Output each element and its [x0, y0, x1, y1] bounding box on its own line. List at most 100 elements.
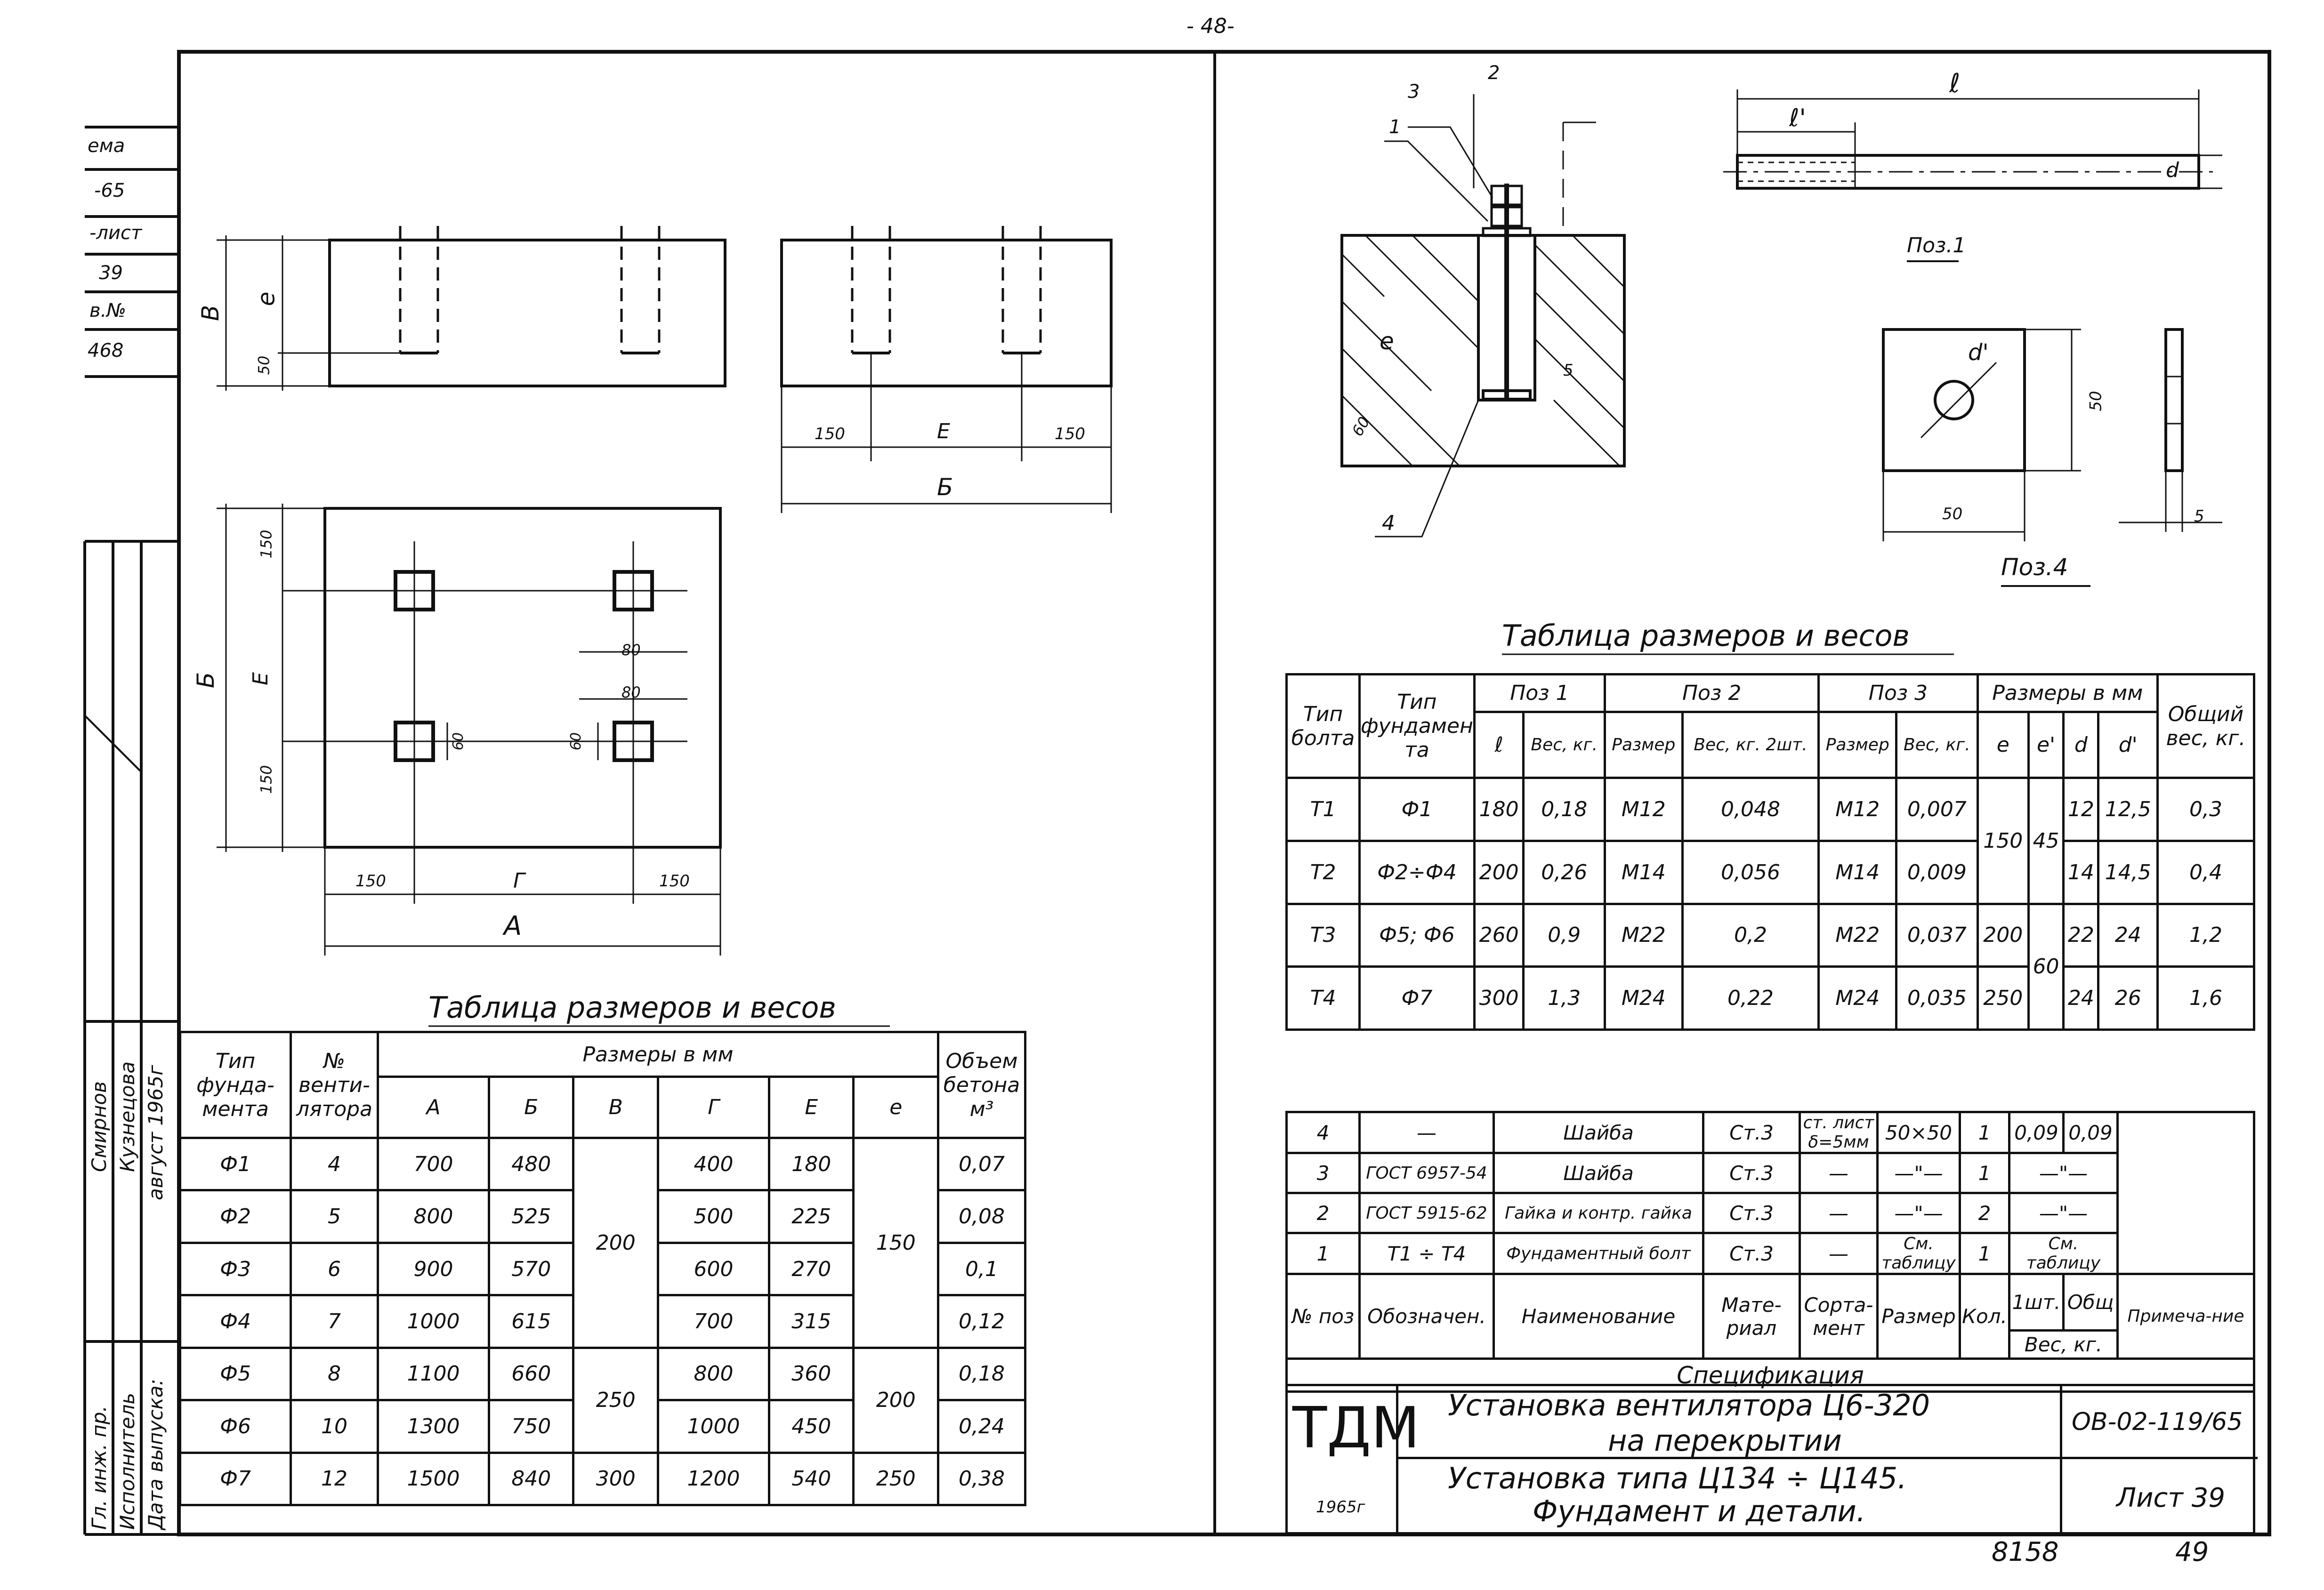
cell: 315 [767, 1294, 855, 1349]
cell: Ф7 [1358, 965, 1476, 1031]
cell: Т4 [1285, 965, 1361, 1031]
cell: Шайба [1493, 1152, 1704, 1194]
cell: 1000 [377, 1294, 490, 1349]
spec-caption: Спецификация [1285, 1357, 2255, 1393]
cell: М12 [1603, 777, 1684, 842]
col-header: Г [656, 1076, 770, 1139]
cell: 750 [487, 1399, 575, 1454]
col-header: Тип болта [1285, 673, 1361, 779]
bolt-table-title: Таблица размеров и весов [1502, 618, 1910, 653]
cell: 1 [1285, 1232, 1361, 1275]
cell: Ст.3 [1702, 1232, 1801, 1275]
cell: 5 [290, 1189, 379, 1244]
cell: 0,08 [937, 1189, 1026, 1244]
bolt-dim-5: 5 [1563, 361, 1574, 380]
cell: 800 [656, 1346, 770, 1402]
cell: Ст.3 [1702, 1111, 1801, 1154]
cell: Гайка и контр. гайка [1493, 1192, 1704, 1234]
cell: —"— [2008, 1152, 2119, 1194]
dim-label-B6: Б [192, 672, 220, 689]
cell: М14 [1817, 839, 1898, 905]
poz1-dim-l1: ℓ' [1789, 104, 1806, 132]
spec-table: 4 — Шайба Ст.3 ст. лист δ=5мм 50×50 1 0,… [1285, 1111, 2255, 1393]
cell: Т1 ÷ Т4 [1358, 1232, 1495, 1275]
cell: 0,9 [1522, 902, 1606, 968]
cell: 2 [1285, 1192, 1361, 1234]
cell: М24 [1603, 965, 1684, 1031]
cell: См. таблицу [1876, 1232, 1961, 1275]
poz4-label: Поз.4 [2001, 554, 2068, 581]
dim-label: 60 [568, 732, 585, 751]
cell: 8 [290, 1346, 379, 1402]
cell: Ф4 [179, 1294, 292, 1349]
cell: —"— [1876, 1192, 1961, 1234]
cell: 1,2 [2156, 902, 2255, 968]
col-header: Поз 3 [1817, 673, 1979, 713]
dim-label: 150 [257, 765, 275, 794]
cell: 10 [290, 1399, 379, 1454]
cell: —"— [2008, 1192, 2119, 1234]
dim-label: 80 [621, 641, 641, 659]
cell: 0,037 [1895, 902, 1979, 968]
poz4-dim-50h: 50 [1942, 505, 1963, 523]
cell: Ф5; Ф6 [1358, 902, 1476, 968]
cell: 1100 [377, 1346, 490, 1402]
cell: 1,3 [1522, 965, 1606, 1031]
cell: — [1799, 1192, 1879, 1234]
cell: 12,5 [2097, 777, 2159, 842]
cell: 200 [852, 1346, 939, 1454]
cell: 525 [487, 1189, 575, 1244]
signer-name: Смирнов [88, 1081, 111, 1172]
cell: 840 [487, 1451, 575, 1507]
title-block: ТДМ 1965г Установка вентилятора Ц6-320 н… [1285, 1384, 2258, 1534]
cell: Ст.3 [1702, 1192, 1801, 1234]
cell: 1500 [377, 1451, 490, 1507]
callout-4: 4 [1382, 511, 1395, 535]
cell: 4 [290, 1136, 379, 1192]
dim-label-B: В [197, 305, 225, 321]
cell: 0,09 [2008, 1111, 2065, 1154]
cell: 570 [487, 1241, 575, 1297]
footer-number-right: 49 [2175, 1537, 2209, 1567]
cell: 360 [767, 1346, 855, 1402]
sheet-number: Лист 39 [2116, 1483, 2225, 1513]
col-header: е' [2027, 711, 2065, 779]
cell: 450 [767, 1399, 855, 1454]
cell: 2 [1959, 1192, 2010, 1234]
cell: 180 [1473, 777, 1525, 842]
cell: 615 [487, 1294, 575, 1349]
cell: 0,26 [1522, 839, 1606, 905]
dim-label: 60 [450, 732, 467, 751]
dim-label-E: Е [248, 672, 273, 685]
bolt-table: Тип болта Тип фундамен та Поз 1 Поз 2 По… [1285, 673, 2255, 1031]
col-header: d [2062, 711, 2100, 779]
cell: 540 [767, 1451, 855, 1507]
cell: 180 [767, 1136, 855, 1192]
dim-label: 80 [621, 683, 641, 701]
cell: 1200 [656, 1451, 770, 1507]
cell: 4 [1285, 1111, 1361, 1154]
drawing-code: ОВ-02-119/65 [2072, 1408, 2243, 1436]
cell: М14 [1603, 839, 1684, 905]
cell: 0,3 [2156, 777, 2255, 842]
cell: ГОСТ 5915-62 [1358, 1192, 1495, 1234]
cell: ГОСТ 6957-54 [1358, 1152, 1495, 1194]
poz1-dim-d: d [2166, 158, 2179, 182]
cell: М12 [1817, 777, 1898, 842]
cell: 200 [572, 1137, 659, 1349]
dim-label-50: 50 [255, 355, 273, 375]
stamp-row: 468 [88, 340, 124, 361]
dim-label-B6: Б [937, 474, 953, 501]
signer-role: Дата выпуска: [144, 1379, 167, 1530]
poz1-label: Поз.1 [1907, 233, 1966, 257]
cell: 0,4 [2156, 839, 2255, 905]
cell: Ф2÷Ф4 [1358, 839, 1476, 905]
col-header: ℓ [1473, 711, 1525, 779]
cell: Шайба [1493, 1111, 1704, 1154]
cell: См. таблицу [2008, 1232, 2119, 1275]
col-header: Наименование [1493, 1273, 1704, 1360]
col-header: Тип фунда-мента [179, 1031, 292, 1139]
poz4-dim-50v: 50 [2086, 391, 2106, 411]
cell: — [1799, 1152, 1879, 1194]
col-header: А [377, 1076, 490, 1139]
